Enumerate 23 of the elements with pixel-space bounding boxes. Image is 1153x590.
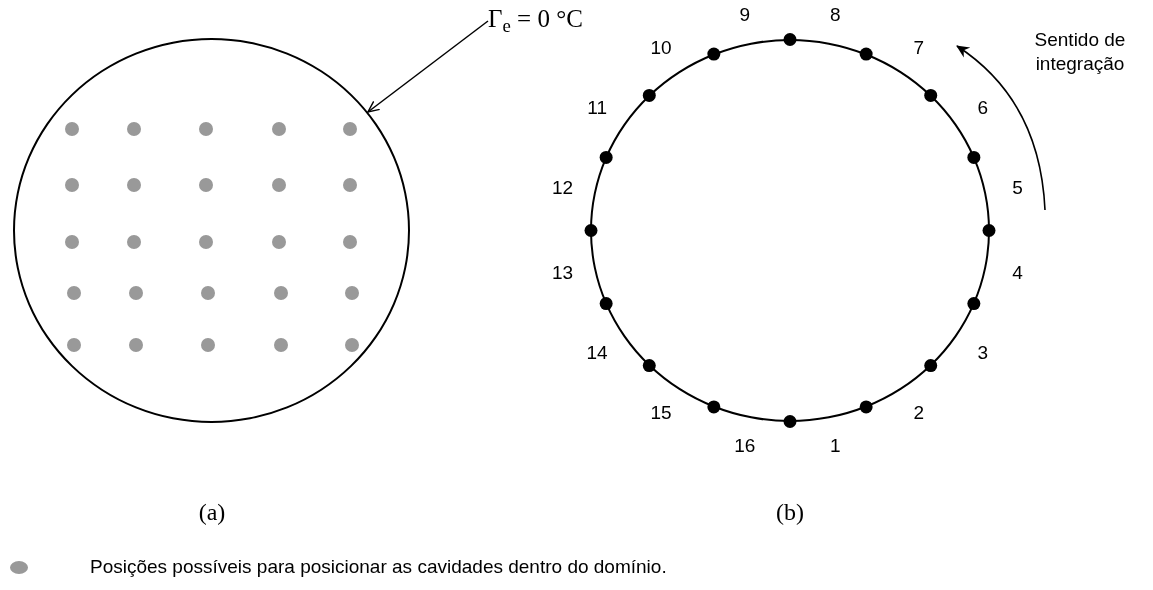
point-number: 12 [550,175,574,200]
panel-label: (b) [775,498,805,526]
point-number: 15 [649,401,673,426]
point-number: 2 [912,401,926,426]
point-number: 16 [733,434,757,459]
direction-label: Sentido de integração [1033,28,1127,76]
boundary-condition-label: Γ$_{e}$ = 0 °C [488,2,600,36]
legend-text: Posições possíveis para posicionar as cavidades dentro do domínio. [90,555,667,579]
point-number: 4 [1011,261,1024,286]
point-number: 14 [585,340,609,365]
leader-arrow [367,20,489,113]
point-number: 10 [649,35,673,60]
point-number: 1 [828,434,842,459]
point-number: 6 [976,96,990,121]
panel-label: (a) [197,498,227,526]
point-number: 5 [1011,175,1024,200]
point-number: 9 [738,2,751,27]
point-number: 3 [976,340,990,365]
point-number: 13 [550,261,574,286]
point-number: 7 [912,35,926,60]
circle-outline [13,38,410,423]
point-number: 8 [828,2,842,27]
point-number: 11 [586,96,608,121]
